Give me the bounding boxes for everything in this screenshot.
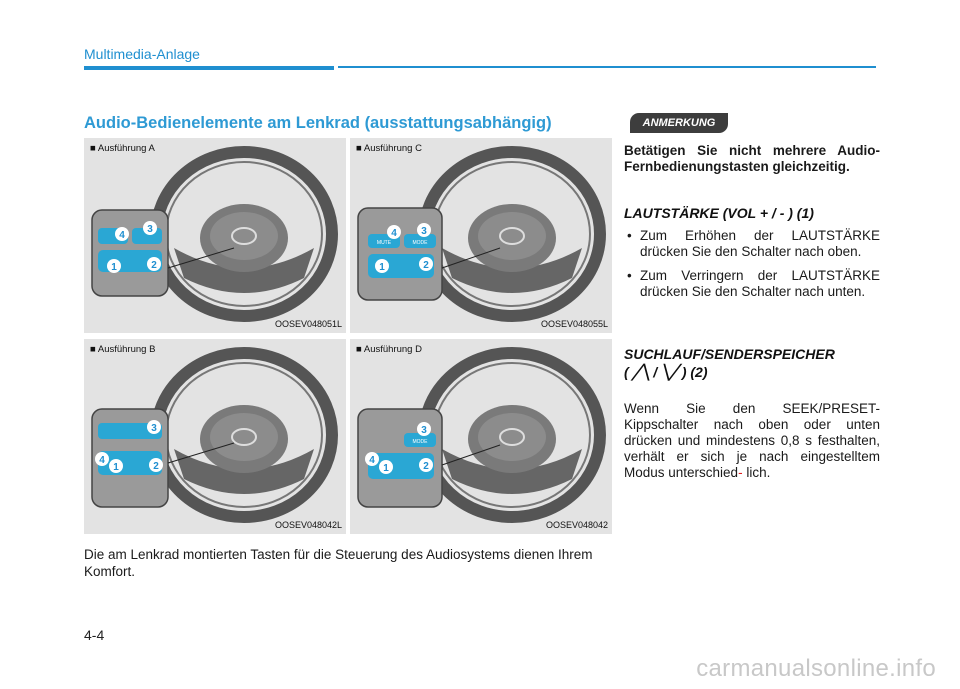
figure-code: OOSEV048042L	[274, 520, 342, 530]
steering-wheel-illustration-d: MODE 3 4 1 2	[357, 347, 606, 523]
svg-text:4: 4	[369, 455, 375, 466]
svg-text:2: 2	[423, 260, 429, 271]
steering-wheel-illustration-b: 3 4 1 2	[91, 347, 338, 523]
figure-caption: ■ Ausführung B	[90, 344, 156, 355]
section-heading: Audio-Bedienelemente am Lenkrad (ausstat…	[84, 114, 552, 132]
figure-panel-d: MODE 3 4 1 2 ■ Ausführung D OOSEV048042	[350, 339, 612, 534]
svg-text:4: 4	[391, 228, 397, 239]
seek-heading-line2: ( ╱╲ / ╲╱ ) (2)	[624, 364, 708, 380]
volume-heading: LAUTSTÄRKE (VOL + / - ) (1)	[624, 205, 814, 221]
seek-heading: SUCHLAUF/SENDERSPEICHER ( ╱╲ / ╲╱ ) (2)	[624, 345, 835, 381]
header-rule-thin	[338, 66, 876, 68]
header-rule-thick	[84, 66, 334, 70]
figure-code: OOSEV048055L	[540, 319, 608, 329]
list-item: Zum Erhöhen der LAUTSTÄRKE drücken Sie d…	[624, 228, 880, 260]
seek-paragraph: Wenn Sie den SEEK/PRESET-Kippschalter na…	[624, 401, 880, 481]
callout-3: 3	[147, 224, 153, 235]
header-title: Multimedia-Anlage	[84, 46, 200, 62]
page-number: 4-4	[84, 627, 105, 643]
list-item: Zum Verringern der LAUTSTÄRKE drücken Si…	[624, 268, 880, 300]
svg-text:2: 2	[423, 461, 429, 472]
figure-panel-c: MUTE MODE 4 3 1 2 ■ Ausführung C OOSEV04…	[350, 138, 612, 333]
seek-paragraph-text: Wenn Sie den SEEK/PRESET-Kippschalter na…	[624, 401, 880, 480]
steering-wheel-illustration-c: MUTE MODE 4 3 1 2	[357, 146, 606, 322]
note-text: Betätigen Sie nicht mehrere Audio-Fernbe…	[624, 143, 880, 174]
svg-text:1: 1	[113, 462, 119, 473]
seek-heading-line1: SUCHLAUF/SENDERSPEICHER	[624, 346, 835, 362]
figure-caption: ■ Ausführung C	[356, 143, 422, 154]
svg-text:1: 1	[379, 262, 385, 273]
watermark: carmanualsonline.info	[696, 655, 936, 682]
figure-caption: ■ Ausführung A	[90, 143, 155, 154]
figure-panel-b: 3 4 1 2 ■ Ausführung B OOSEV048042L	[84, 339, 346, 534]
callout-2: 2	[151, 260, 157, 271]
mute-label: MUTE	[377, 240, 392, 246]
callout-4: 4	[119, 230, 125, 241]
svg-text:3: 3	[421, 226, 427, 237]
note-badge: ANMERKUNG	[630, 113, 728, 133]
svg-text:1: 1	[383, 463, 389, 474]
figure-panel-a: 4 3 1 2 ■ Ausführung A OOSEV048051L	[84, 138, 346, 333]
figure-code: OOSEV048051L	[274, 319, 342, 329]
hyphen-mark: -	[738, 465, 743, 480]
svg-text:2: 2	[153, 461, 159, 472]
svg-text:4: 4	[99, 455, 105, 466]
svg-text:3: 3	[421, 425, 427, 436]
volume-bullet-list: Zum Erhöhen der LAUTSTÄRKE drücken Sie d…	[624, 228, 880, 308]
callout-1: 1	[111, 262, 117, 273]
intro-paragraph: Die am Lenkrad montierten Tasten für die…	[84, 547, 593, 579]
figure-code: OOSEV048042	[545, 520, 608, 530]
svg-text:3: 3	[151, 423, 157, 434]
mode-label: MODE	[413, 240, 429, 246]
figure-caption: ■ Ausführung D	[356, 344, 422, 355]
steering-wheel-illustration-a: 4 3 1 2	[91, 146, 338, 322]
svg-text:MODE: MODE	[413, 439, 429, 445]
seek-paragraph-end: lich.	[746, 465, 771, 480]
